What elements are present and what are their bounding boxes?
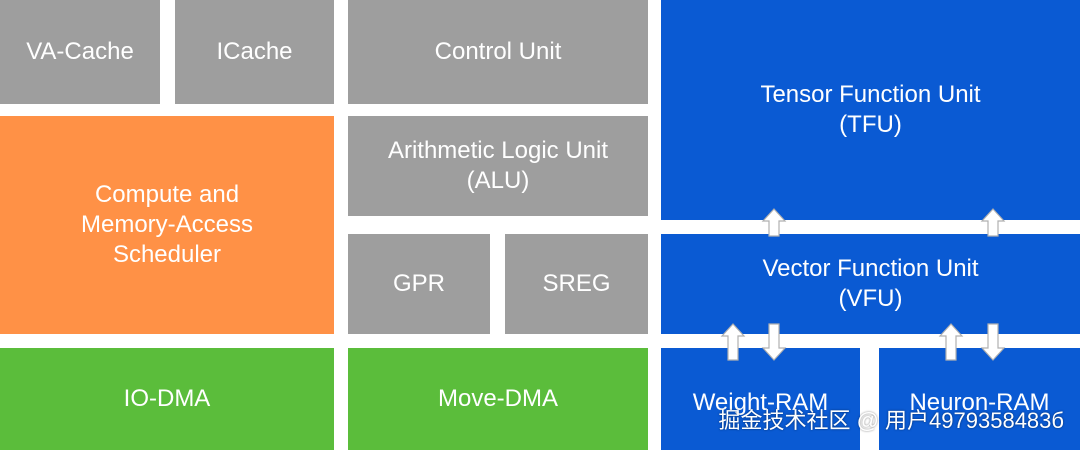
control-unit-label: Control Unit <box>434 38 562 65</box>
tfu-block: Tensor Function Unit (TFU) <box>661 0 1080 220</box>
weight-vfu-arrow-down <box>761 323 787 361</box>
weight-vfu-arrow-up <box>720 323 746 361</box>
vfu-block: Vector Function Unit (VFU) <box>661 234 1080 334</box>
alu-block: Arithmetic Logic Unit (ALU) <box>348 116 648 216</box>
icache-label: ICache <box>216 38 293 65</box>
scheduler-block: Compute and Memory-Access Scheduler <box>0 116 334 334</box>
neuron-ram-block: Neuron-RAM <box>879 348 1080 450</box>
va-cache-label: VA-Cache <box>26 38 134 65</box>
gpr-block: GPR <box>348 234 490 334</box>
vfu-label: Vector Function Unit (VFU) <box>762 255 979 312</box>
neuron-vfu-arrow-down <box>980 323 1006 361</box>
move-dma-label: Move-DMA <box>437 385 558 412</box>
watermark: 掘金技术社区 @ 用户4979358483б <box>718 408 1064 433</box>
weight-ram-label: Weight-RAM <box>692 389 829 416</box>
sreg-label: SREG <box>542 270 611 297</box>
vfu-to-tfu-arrow-right <box>980 208 1006 237</box>
gpr-label: GPR <box>392 270 445 297</box>
neuron-ram-label: Neuron-RAM <box>909 389 1050 416</box>
io-dma-label: IO-DMA <box>123 385 211 412</box>
icache-block: ICache <box>175 0 334 104</box>
io-dma-block: IO-DMA <box>0 348 334 450</box>
vfu-to-tfu-arrow-left <box>761 208 787 237</box>
weight-ram-block: Weight-RAM <box>661 348 860 450</box>
tfu-label: Tensor Function Unit (TFU) <box>760 81 981 138</box>
va-cache-block: VA-Cache <box>0 0 160 104</box>
sreg-block: SREG <box>505 234 648 334</box>
alu-label: Arithmetic Logic Unit (ALU) <box>387 137 609 194</box>
scheduler-label: Compute and Memory-Access Scheduler <box>80 181 254 268</box>
control-unit-block: Control Unit <box>348 0 648 104</box>
move-dma-block: Move-DMA <box>348 348 648 450</box>
neuron-vfu-arrow-up <box>938 323 964 361</box>
